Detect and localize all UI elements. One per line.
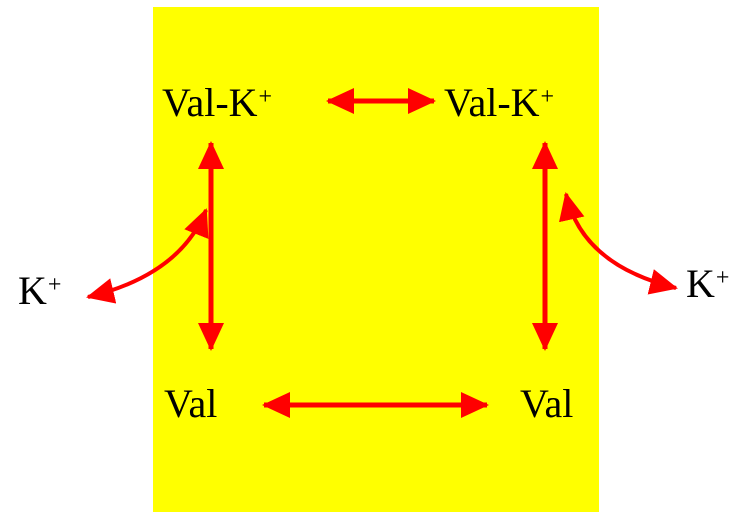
valinomycin-k-complex-label-top-left: Val-K+ bbox=[162, 80, 273, 125]
potassium-ion-label-left: K+ bbox=[18, 268, 62, 313]
potassium-ion-label-right: K+ bbox=[686, 261, 730, 306]
valinomycin-k-complex-label-top-right: Val-K+ bbox=[444, 80, 555, 125]
right-curved-arrow bbox=[559, 192, 678, 295]
left-curved-arrow bbox=[86, 208, 209, 304]
valinomycin-label-bottom-left: Val bbox=[164, 381, 218, 426]
valinomycin-label-bottom-right: Val bbox=[520, 381, 574, 426]
